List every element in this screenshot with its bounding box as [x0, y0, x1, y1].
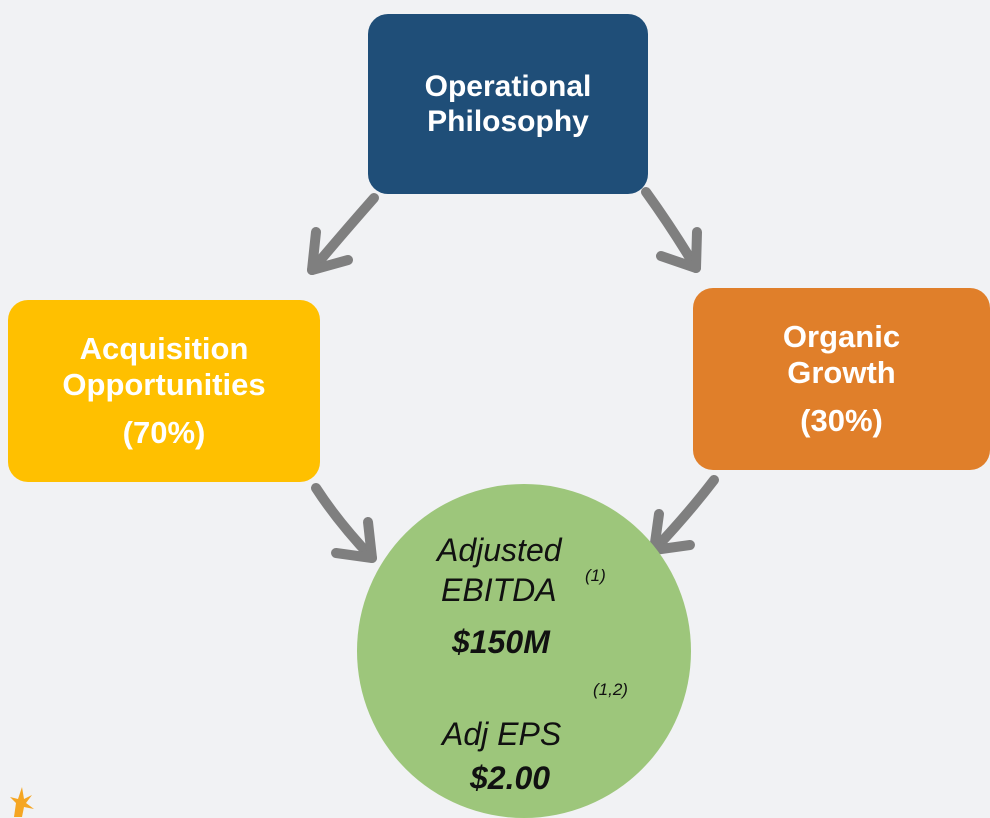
organic-line1: Organic — [782, 319, 901, 354]
adjusted-label: Adjusted — [437, 532, 562, 568]
arrow-right-bottom-icon — [649, 475, 719, 555]
arrow-left-bottom-icon — [311, 483, 377, 563]
target-circle: Adjusted EBITDA (1) $150M (1,2) Adj EPS … — [357, 484, 691, 818]
acquisition-percent: (70%) — [122, 415, 206, 450]
acquisition-line1: Acquisition — [79, 331, 249, 366]
adj-eps-label: Adj EPS — [442, 716, 562, 752]
acquisition-opportunities-box: Acquisition Opportunities (70%) — [8, 300, 320, 482]
acquisition-line2: Opportunities — [62, 367, 266, 402]
arrow-top-right-icon — [641, 187, 702, 273]
arrow-top-left-icon — [307, 193, 379, 275]
ebitda-value: $150M — [452, 624, 550, 660]
organic-line2: Growth — [787, 355, 896, 390]
organic-growth-box: Organic Growth (30%) — [693, 288, 990, 470]
operational-philosophy-box: Operational Philosophy — [368, 14, 648, 194]
sunburst-icon — [10, 787, 34, 817]
organic-percent: (30%) — [800, 403, 883, 438]
ebitda-label: EBITDA — [441, 572, 557, 608]
eps-value: $2.00 — [470, 760, 551, 796]
operational-philosophy-line1: Operational — [424, 70, 592, 103]
operational-philosophy-line2: Philosophy — [427, 105, 589, 138]
eps-footnote: (1,2) — [593, 680, 628, 699]
ebitda-footnote: (1) — [585, 566, 606, 585]
